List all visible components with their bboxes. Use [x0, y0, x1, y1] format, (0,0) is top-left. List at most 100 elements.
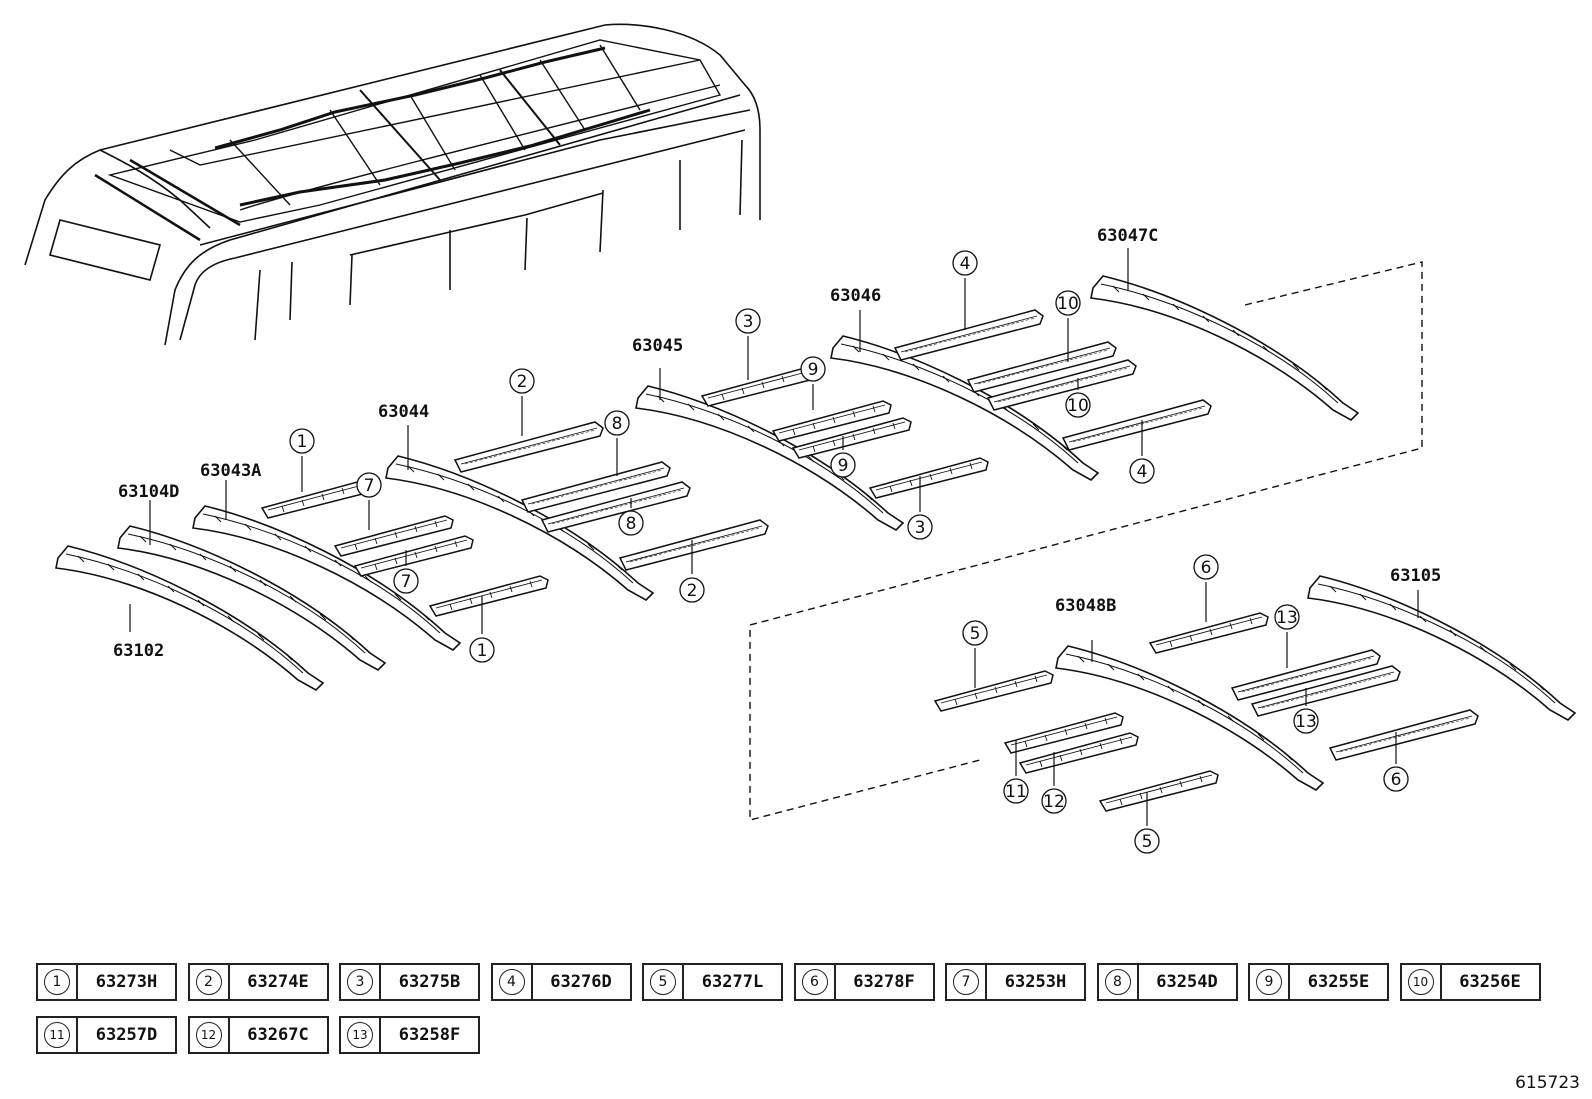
callout-number: 3 [915, 518, 926, 538]
legend-entry-12: 12 63267C [187, 1016, 329, 1054]
callout-number: 2 [517, 372, 528, 392]
legend-number: 8 [1104, 969, 1131, 995]
bar-3-lower [869, 457, 989, 499]
callout-9: 9 [800, 356, 826, 382]
callout-4: 4 [952, 250, 978, 276]
bar-5-upper [934, 670, 1054, 712]
legend-part-code: 63274E [247, 972, 309, 992]
legend-number-box: 13 [341, 1018, 381, 1052]
legend-entry-11: 11 63257D [36, 1016, 177, 1054]
van-roof-frame [94, 39, 722, 242]
label-63046: 63046 [830, 286, 881, 306]
legend-entry-7: 7 63253H [945, 963, 1086, 1001]
legend-part-code: 63255E [1307, 972, 1370, 992]
callout-circle [1129, 458, 1155, 484]
callout-circle [618, 510, 644, 536]
legend-entry-8: 8 63254D [1096, 963, 1238, 1001]
legend-entry-5: 5 63277L [642, 963, 783, 1001]
callout-6: 6 [1193, 554, 1219, 580]
callout-number: 5 [1142, 832, 1153, 852]
bow-63105 [1307, 575, 1576, 721]
callout-3: 3 [735, 308, 761, 334]
callout-1: 1 [289, 428, 315, 454]
callout-2: 2 [679, 577, 705, 603]
legend-number: 5 [650, 969, 676, 995]
callout-6: 6 [1383, 766, 1409, 792]
callout-number: 13 [1276, 608, 1298, 628]
legend-number-box: 12 [190, 1018, 230, 1052]
callout-circle [1193, 554, 1219, 580]
label-63044: 63044 [378, 402, 429, 422]
callout-number: 7 [364, 476, 375, 496]
callout-circle [1055, 290, 1081, 316]
legend-number-box: 7 [947, 965, 987, 999]
callout-number: 9 [808, 360, 819, 380]
label-63104D: 63104D [118, 482, 179, 502]
legend-number: 2 [195, 969, 222, 995]
callout-circle [952, 250, 978, 276]
callout-3: 3 [907, 514, 933, 540]
label-63045: 63045 [632, 336, 683, 356]
callout-number: 9 [838, 456, 849, 476]
callout-8: 8 [618, 510, 644, 536]
callout-circle [830, 452, 856, 478]
bar-6-upper [1149, 612, 1269, 654]
callout-number: 5 [970, 624, 981, 644]
legend-part-code: 63257D [95, 1025, 158, 1045]
callout-7: 7 [393, 568, 419, 594]
legend-part-code: 63254D [1156, 972, 1218, 992]
legend-number: 10 [1407, 969, 1434, 995]
callout-number: 7 [401, 572, 412, 592]
legend-part-code: 63253H [1004, 972, 1067, 992]
legend-number-box: 10 [1402, 965, 1442, 999]
callout-circle [907, 514, 933, 540]
callout-2: 2 [509, 368, 535, 394]
callout-circle [1274, 604, 1300, 630]
callout-number: 13 [1295, 712, 1317, 732]
callout-10: 10 [1055, 290, 1081, 316]
callout-circle [800, 356, 826, 382]
bow-63102 [55, 545, 324, 691]
legend-part-code: 63277L [701, 972, 764, 992]
legend-number-box: 2 [190, 965, 230, 999]
callout-number: 10 [1057, 294, 1079, 314]
bar-2-upper [454, 421, 604, 473]
bow-63047C [1090, 275, 1359, 421]
legend-number: 11 [44, 1022, 70, 1048]
callout-circle [356, 472, 382, 498]
legend-entry-10: 10 63256E [1399, 963, 1541, 1001]
callout-number: 8 [612, 414, 623, 434]
legend-part-code: 63273H [95, 972, 158, 992]
group-separator-lines [749, 261, 1423, 821]
callout-circle [289, 428, 315, 454]
callout-8: 8 [604, 410, 630, 436]
legend-number-box: 3 [341, 965, 381, 999]
callout-number: 1 [297, 432, 308, 452]
legend-number: 3 [347, 969, 373, 995]
callout-number: 3 [743, 312, 754, 332]
callout-circle [604, 410, 630, 436]
diagram-id: 615723 [1515, 1073, 1580, 1093]
legend-part-code: 63256E [1459, 972, 1521, 992]
callout-circle [509, 368, 535, 394]
callout-number: 4 [960, 254, 971, 274]
callout-number: 6 [1391, 770, 1402, 790]
legend-number: 1 [44, 969, 70, 995]
legend-part-code: 63278F [853, 972, 915, 992]
legend-number: 13 [347, 1022, 373, 1048]
legend-number-box: 1 [38, 965, 78, 999]
callout-13: 13 [1293, 708, 1319, 734]
legend-part-code: 63267C [247, 1025, 309, 1045]
callout-10: 10 [1065, 392, 1091, 418]
callout-circle [1065, 392, 1091, 418]
callout-number: 8 [626, 514, 637, 534]
label-63102: 63102 [113, 641, 164, 661]
label-63105: 63105 [1390, 566, 1441, 586]
label-63043A: 63043A [200, 461, 261, 481]
legend-number: 12 [195, 1022, 222, 1048]
legend-number-box: 9 [1250, 965, 1290, 999]
